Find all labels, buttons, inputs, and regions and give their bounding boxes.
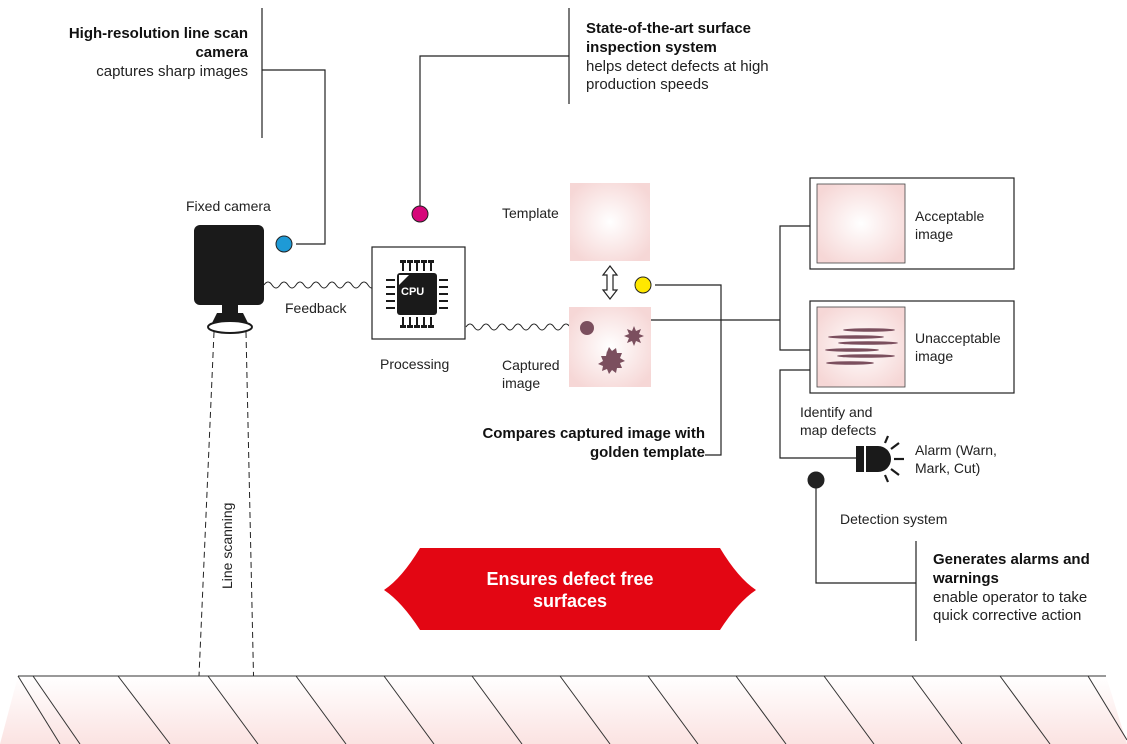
unacceptable-line2: image [915, 348, 954, 364]
magenta-dot [411, 205, 429, 223]
camera-callout-line2: camera [195, 44, 248, 61]
compare-arrow-icon [601, 265, 619, 300]
unacceptable-label: Unacceptable image [915, 329, 1001, 365]
scan-beam [198, 331, 256, 744]
compare-callout: Compares captured image with golden temp… [400, 424, 705, 462]
inspection-callout-line1: State-of-the-art surface [586, 20, 752, 37]
black-dot [807, 471, 825, 489]
yellow-dot [634, 276, 652, 294]
template-label: Template [502, 205, 559, 221]
line-scanning-label: Line scanning [219, 502, 235, 589]
identify-line2: map defects [800, 422, 877, 438]
acceptable-line1: Acceptable [915, 208, 985, 224]
inspection-callout-line [419, 8, 570, 207]
acceptable-label: Acceptable image [915, 207, 984, 243]
alarms-title-line1: Generates alarms and [933, 551, 1090, 568]
identify-line1: Identify and [800, 404, 873, 420]
alarms-desc-line2: quick corrective action [933, 607, 1082, 624]
banner-shape [384, 548, 756, 630]
alarm-line1: Alarm (Warn, [915, 442, 997, 458]
unacceptable-line1: Unacceptable [915, 330, 1001, 346]
processing-label: Processing [380, 356, 450, 372]
template-image [570, 183, 650, 261]
inspection-callout-title: State-of-the-art surface inspection syst… [586, 19, 846, 57]
banner-line1: Ensures defect free [486, 569, 654, 589]
detection-label: Detection system [840, 511, 948, 527]
camera-icon [194, 225, 264, 334]
feedback-label: Feedback [285, 300, 347, 316]
processing-cable [465, 323, 571, 331]
camera-callout-line1: High-resolution line scan [68, 25, 248, 42]
result-connectors [650, 225, 856, 459]
defect-streaks [825, 328, 898, 365]
camera-callout-desc: captures sharp images [96, 63, 248, 80]
inspection-callout-desc: helps detect defects at high production … [586, 58, 846, 94]
alarms-callout-desc: enable operator to take quick corrective… [933, 589, 1127, 625]
compare-line2: golden template [589, 444, 705, 461]
cpu-icon [386, 260, 448, 328]
acceptable-image [816, 183, 906, 264]
camera-callout-line [261, 8, 326, 245]
alarms-callout-title: Generates alarms and warnings [933, 550, 1127, 588]
acceptable-line2: image [915, 226, 954, 242]
alarm-icon [856, 435, 904, 483]
identify-label: Identify and map defects [800, 403, 876, 439]
camera-callout-title: High-resolution line scan camera [20, 24, 248, 62]
inspection-desc-line2: production speeds [586, 76, 709, 93]
captured-label: Captured image [502, 356, 560, 392]
inspection-callout-line2: inspection system [586, 39, 717, 56]
alarms-title-line2: warnings [933, 570, 999, 587]
compare-line1: Compares captured image with [482, 425, 705, 442]
unacceptable-image [816, 306, 906, 388]
conveyor-surface [0, 675, 1127, 744]
banner-line2: surfaces [532, 591, 608, 611]
alarm-callout-line [815, 480, 917, 641]
cyan-dot [275, 235, 293, 253]
cpu-label: CPU [401, 286, 425, 298]
alarm-line2: Mark, Cut) [915, 460, 981, 476]
captured-image [569, 307, 651, 387]
banner-text: Ensures defect free surfaces [420, 568, 720, 612]
inspection-desc-line1: helps detect defects at high [586, 58, 769, 75]
compare-callout-line [655, 284, 722, 456]
defect-spots [580, 321, 644, 374]
fixed-camera-label: Fixed camera [186, 198, 271, 214]
captured-line1: Captured [502, 357, 560, 373]
alarm-label: Alarm (Warn, Mark, Cut) [915, 441, 997, 477]
alarms-desc-line1: enable operator to take [933, 589, 1088, 606]
feedback-cable [263, 281, 375, 289]
captured-line2: image [502, 375, 541, 391]
